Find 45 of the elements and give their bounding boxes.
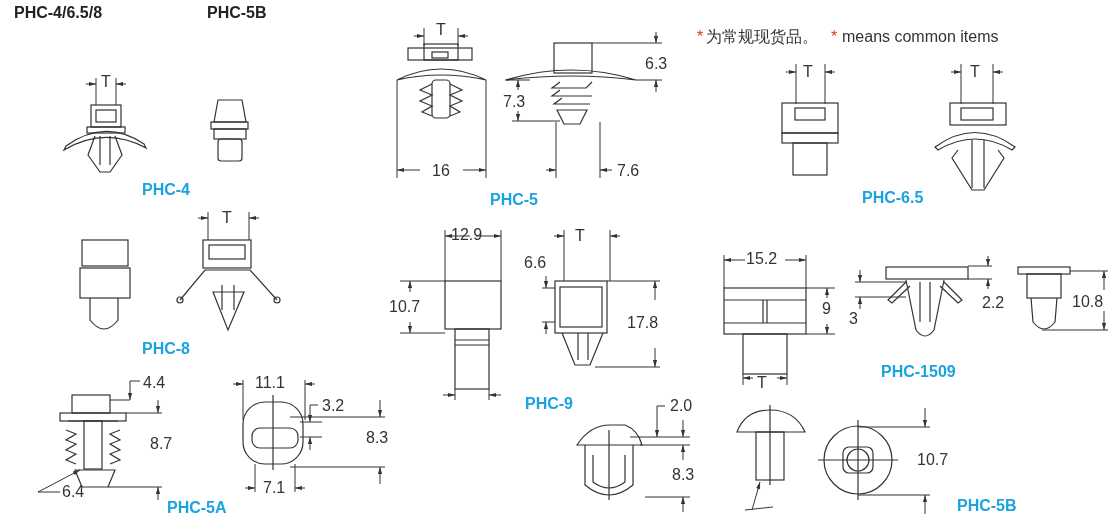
- note-mark: *: [831, 29, 838, 45]
- dimension-text: 7.6: [617, 163, 640, 179]
- dimension-text: 8.3: [366, 430, 389, 446]
- dimension-text: T: [436, 22, 446, 38]
- dimension-text: 10.7: [389, 299, 421, 315]
- dimension-text: 3.2: [322, 398, 345, 414]
- model-heading: PHC-5B: [207, 5, 267, 21]
- dimension-text: 17.8: [627, 315, 659, 331]
- model-label: PHC-6.5: [862, 190, 924, 206]
- dimension-text: 7.3: [503, 94, 526, 110]
- dimension-text: 6.6: [524, 255, 547, 271]
- model-label: PHC-5A: [167, 500, 227, 516]
- dimension-text: 10.8: [1072, 294, 1104, 310]
- dimension-text: 2.2: [982, 295, 1005, 311]
- dimension-text: T: [222, 210, 232, 226]
- dimension-text: 4.4: [143, 375, 166, 391]
- dimension-text: 6.4: [62, 484, 85, 500]
- model-label: PHC-5B: [957, 498, 1017, 514]
- dimension-text: 3: [849, 311, 858, 327]
- dimension-text: 7.1: [263, 480, 286, 496]
- model-label: PHC-1509: [881, 364, 956, 380]
- dimension-text: T: [970, 64, 980, 80]
- dimension-text: 9: [822, 301, 831, 317]
- dimension-text: T: [803, 64, 813, 80]
- leader-line: [37, 469, 81, 493]
- note-text: 为常规现货品。: [706, 29, 818, 45]
- dimension-text: 8.7: [150, 436, 173, 452]
- dimension-text: T: [757, 375, 767, 391]
- dimension-text: 6.3: [645, 56, 668, 72]
- note-text: means common items: [842, 29, 999, 45]
- model-label: PHC-9: [525, 396, 573, 412]
- dimension-text: 12.9: [451, 227, 483, 243]
- note-mark: *: [697, 29, 704, 45]
- dimension-text: 16: [432, 163, 450, 179]
- model-label: PHC-4: [142, 182, 190, 198]
- dimension-text: 8.3: [672, 467, 695, 483]
- dimension-text: T: [575, 228, 585, 244]
- dimension-text: 10.7: [917, 452, 949, 468]
- dimension-text: 11.1: [255, 375, 285, 391]
- dimension-text: 2.0: [670, 398, 693, 414]
- model-label: PHC-8: [142, 341, 190, 357]
- dimension-text: T: [101, 74, 111, 90]
- model-heading: PHC-4/6.5/8: [14, 5, 103, 21]
- model-label: PHC-5: [490, 192, 538, 208]
- dimension-text: 15.2: [746, 251, 778, 267]
